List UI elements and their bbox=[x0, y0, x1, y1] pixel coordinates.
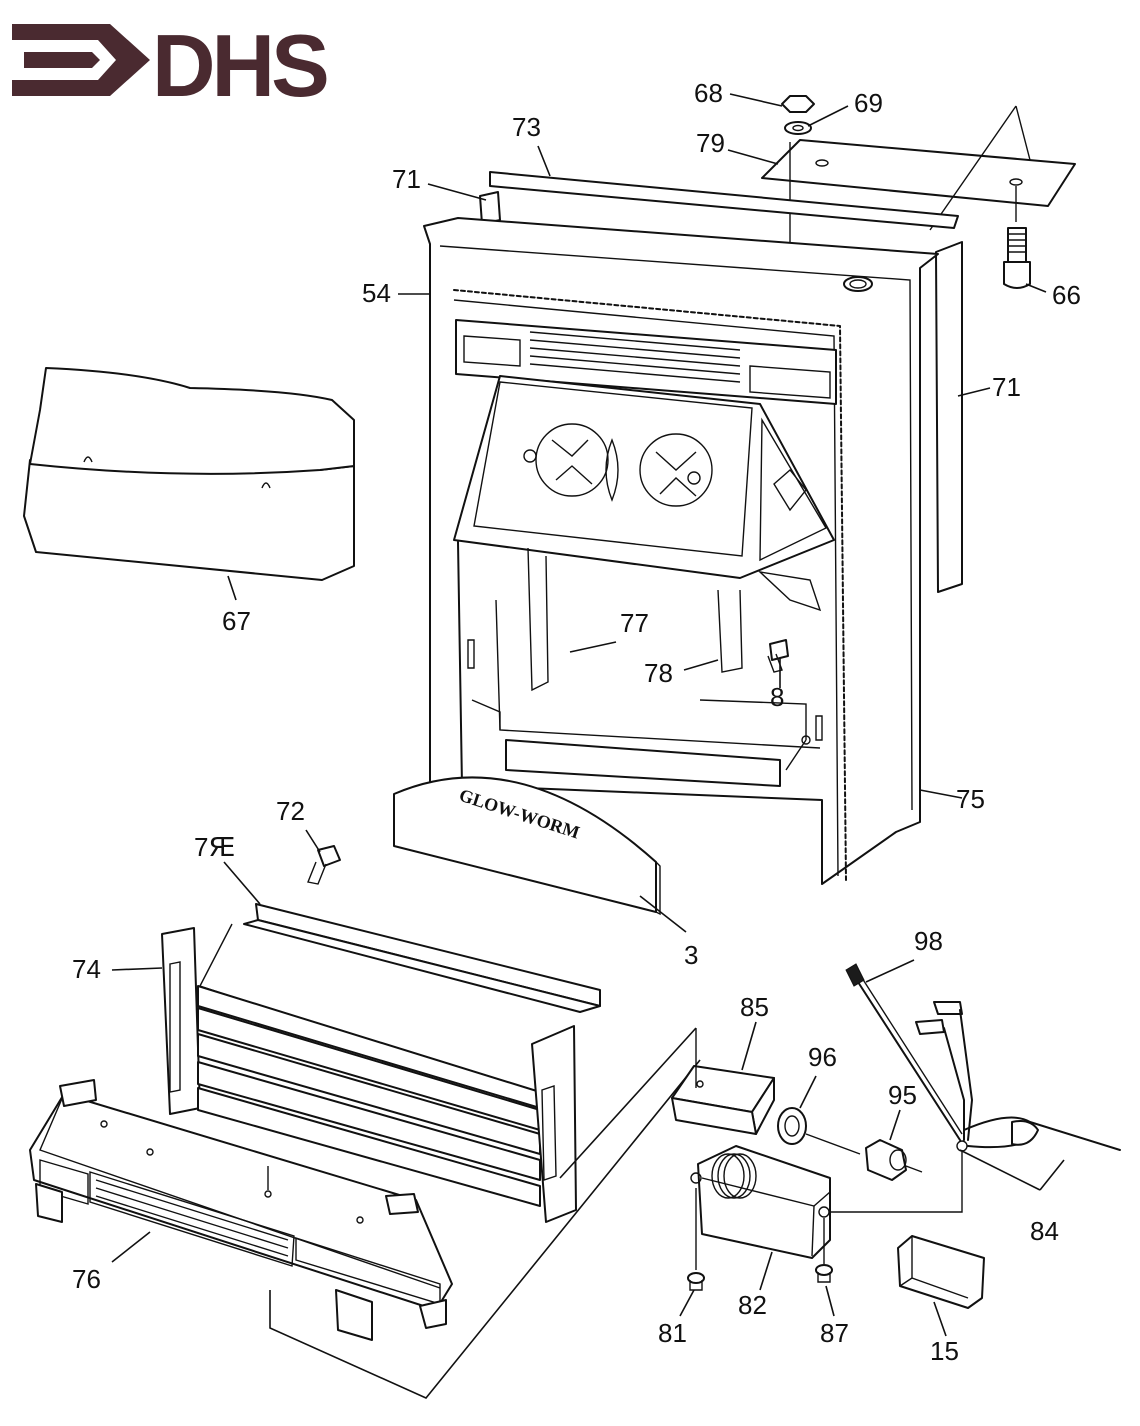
nut-95 bbox=[865, 1139, 907, 1181]
screw-87 bbox=[815, 1264, 833, 1283]
label-78: 78 bbox=[644, 658, 673, 688]
label-75: 75 bbox=[956, 784, 985, 814]
label-8: 8 bbox=[770, 682, 784, 712]
label-76: 76 bbox=[72, 1264, 101, 1294]
battery-15 bbox=[897, 1235, 985, 1309]
label-73: 73 bbox=[512, 112, 541, 142]
label-71-top: 71 bbox=[392, 164, 421, 194]
label-85: 85 bbox=[740, 992, 769, 1022]
label-69: 69 bbox=[854, 88, 883, 118]
bracket-85 bbox=[671, 1028, 775, 1135]
label-70: 7Ԙ bbox=[194, 832, 235, 862]
part-labels: 68 69 73 79 71 54 66 71 67 77 78 8 75 72… bbox=[72, 78, 1081, 1366]
leader-lines bbox=[111, 93, 1065, 1337]
label-96: 96 bbox=[808, 1042, 837, 1072]
label-71-right: 71 bbox=[992, 372, 1021, 402]
side-bar-71 bbox=[935, 241, 963, 593]
grate-74 bbox=[161, 923, 577, 1223]
screw-72 bbox=[307, 845, 341, 885]
label-68: 68 bbox=[694, 78, 723, 108]
label-84: 84 bbox=[1030, 1216, 1059, 1246]
wiring-harness-84-98 bbox=[830, 963, 1121, 1213]
logo-text: DHS bbox=[152, 16, 327, 115]
label-74: 74 bbox=[72, 954, 101, 984]
label-81: 81 bbox=[658, 1318, 687, 1348]
screw-8 bbox=[767, 639, 789, 673]
rear-bar-70 bbox=[243, 903, 601, 1013]
label-54: 54 bbox=[362, 278, 391, 308]
label-82: 82 bbox=[738, 1290, 767, 1320]
dhs-logo: DHS bbox=[12, 16, 331, 115]
fret-76 bbox=[29, 1079, 453, 1341]
label-98: 98 bbox=[914, 926, 943, 956]
fuel-bed-67 bbox=[23, 367, 355, 581]
screw-81 bbox=[687, 1272, 705, 1291]
grommet-96 bbox=[777, 1107, 807, 1145]
label-79: 79 bbox=[696, 128, 725, 158]
label-3: 3 bbox=[684, 940, 698, 970]
main-frame-54 bbox=[423, 217, 939, 885]
plaque-3: GLOW-WORM bbox=[393, 776, 661, 916]
label-72: 72 bbox=[276, 796, 305, 826]
label-15: 15 bbox=[930, 1336, 959, 1366]
label-95: 95 bbox=[888, 1080, 917, 1110]
ignition-unit-82 bbox=[690, 1145, 831, 1270]
label-67: 67 bbox=[222, 606, 251, 636]
label-66: 66 bbox=[1052, 280, 1081, 310]
label-87: 87 bbox=[820, 1318, 849, 1348]
label-77: 77 bbox=[620, 608, 649, 638]
